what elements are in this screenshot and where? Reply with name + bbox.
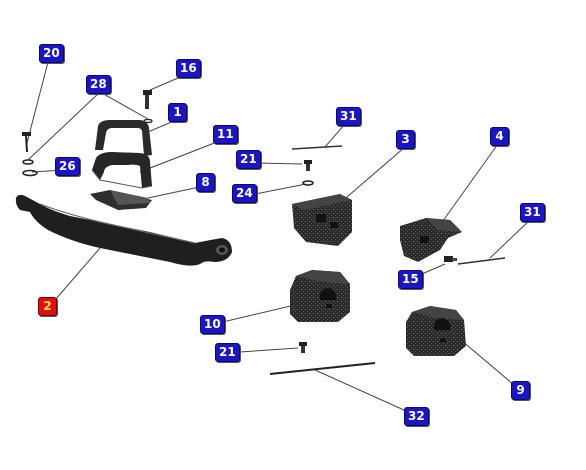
callout-15[interactable]: 15 [398, 270, 423, 289]
callout-31-lower[interactable]: 31 [520, 203, 545, 222]
part-21-bolt-upper [304, 160, 312, 171]
callout-32[interactable]: 32 [404, 407, 429, 426]
part-26-washer [22, 159, 38, 177]
part-24-washer [302, 180, 314, 186]
callout-4[interactable]: 4 [490, 127, 509, 146]
callout-10[interactable]: 10 [200, 315, 225, 334]
part-15-bolt [444, 256, 457, 262]
callout-16[interactable]: 16 [176, 59, 201, 78]
part-2-crossmember [15, 194, 233, 266]
part-31-pin-upper [291, 145, 343, 150]
callout-26[interactable]: 26 [55, 157, 80, 176]
callout-8[interactable]: 8 [196, 173, 215, 192]
callout-3[interactable]: 3 [396, 130, 415, 149]
part-31-pin-lower [457, 257, 506, 265]
callout-31-upper[interactable]: 31 [336, 107, 361, 126]
part-1-bracket [95, 120, 152, 156]
leader-lines [26, 61, 531, 416]
part-32-rod [269, 362, 376, 375]
part-16-bolt [143, 90, 152, 109]
part-11-saddle [91, 152, 153, 189]
callout-1[interactable]: 1 [168, 103, 187, 122]
part-10-insulator [290, 270, 350, 322]
part-8-plate [90, 190, 152, 210]
callout-9[interactable]: 9 [511, 381, 530, 400]
part-9-insulator [406, 306, 466, 356]
callout-21-upper[interactable]: 21 [236, 150, 261, 169]
callout-11[interactable]: 11 [213, 125, 238, 144]
part-21-bolt-lower [299, 342, 307, 353]
callout-21-lower[interactable]: 21 [215, 343, 240, 362]
callout-20[interactable]: 20 [39, 44, 64, 63]
part-20-bolt [22, 132, 31, 153]
part-28-washer [143, 118, 153, 124]
callout-28[interactable]: 28 [86, 75, 111, 94]
part-4-mount [400, 218, 462, 262]
callout-2[interactable]: 2 [38, 297, 57, 316]
part-3-mount [292, 194, 352, 246]
callout-24[interactable]: 24 [232, 184, 257, 203]
